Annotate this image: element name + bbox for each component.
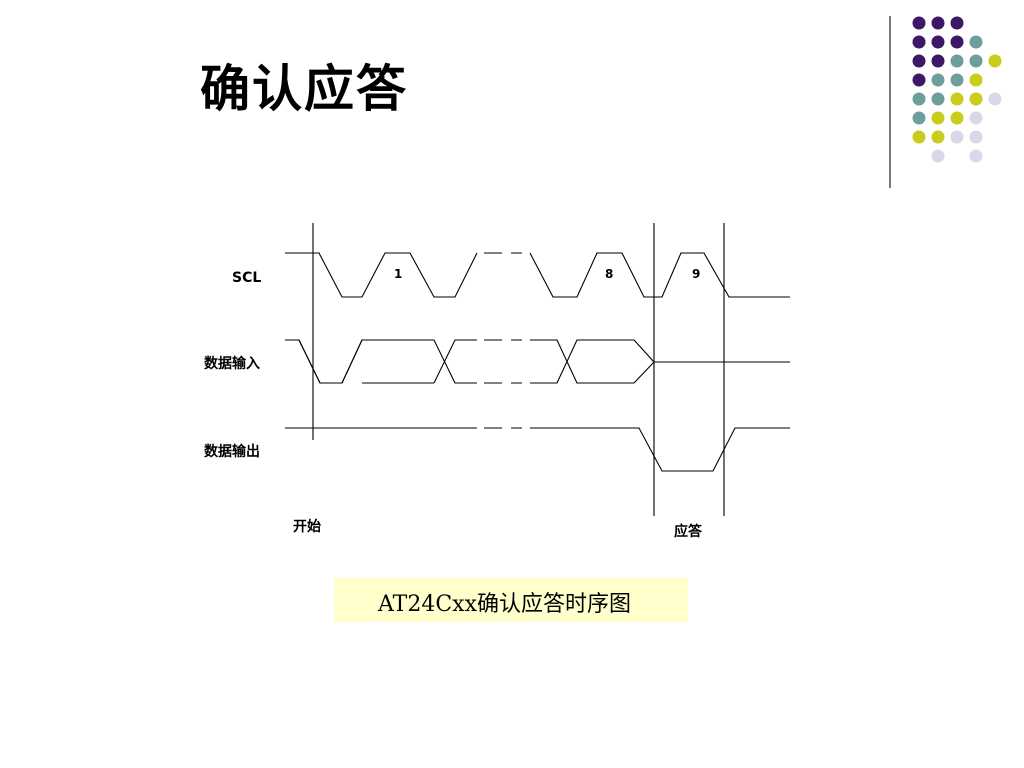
decorative-dot <box>950 111 964 125</box>
scl-waveform-late <box>529 252 790 298</box>
decorative-dot <box>931 130 945 144</box>
data-out-late <box>530 427 790 472</box>
decorative-dot <box>912 130 926 144</box>
decorative-dot <box>969 35 983 49</box>
data-in-late <box>530 339 790 384</box>
decorative-dot <box>931 92 945 106</box>
decorative-dot <box>969 92 983 106</box>
decorative-dot <box>931 73 945 87</box>
pulse-label-8: 8 <box>605 267 613 281</box>
pulse-label-1: 1 <box>394 267 402 281</box>
decorative-dot <box>950 73 964 87</box>
decorative-dot <box>931 35 945 49</box>
signal-label-data-out: 数据输出 <box>204 443 260 460</box>
decorative-dot <box>931 16 945 30</box>
decorative-dot <box>912 35 926 49</box>
signal-label-scl: SCL <box>232 270 261 286</box>
decorative-dot <box>912 111 926 125</box>
decorative-dot <box>950 54 964 68</box>
decorative-dot <box>969 130 983 144</box>
decorative-dot <box>912 92 926 106</box>
signal-label-data-in: 数据输入 <box>204 355 260 372</box>
decorative-dot <box>969 149 983 163</box>
decorative-dot <box>969 111 983 125</box>
decorative-dot <box>969 54 983 68</box>
slide-title: 确认应答 <box>200 60 408 118</box>
pulse-label-9: 9 <box>692 267 700 281</box>
decorative-dot-grid <box>889 16 1002 188</box>
decorative-dot <box>988 54 1002 68</box>
data-in-lower <box>298 339 477 384</box>
timing-diagram: SCL 数据输入 数据输出 1 8 9 开始 应答 <box>172 220 797 545</box>
decorative-dot <box>931 149 945 163</box>
decorative-dot <box>969 73 983 87</box>
decorative-dot <box>950 92 964 106</box>
decorative-dot <box>950 130 964 144</box>
scl-waveform <box>285 252 478 298</box>
caption-box: AT24Cxx确认应答时序图 <box>334 578 688 622</box>
ack-label: 应答 <box>674 523 703 540</box>
decorative-dot <box>912 54 926 68</box>
decorative-dot <box>912 73 926 87</box>
data-in-late-b <box>530 339 655 384</box>
decorative-dot <box>912 16 926 30</box>
decorative-dot <box>988 92 1002 106</box>
decorative-dot <box>931 111 945 125</box>
caption-text: AT24Cxx确认应答时序图 <box>378 592 632 617</box>
decorative-dot <box>950 16 964 30</box>
decorative-dot <box>931 54 945 68</box>
decorative-dot <box>950 35 964 49</box>
data-in-gap <box>484 339 522 384</box>
start-label: 开始 <box>293 518 321 535</box>
